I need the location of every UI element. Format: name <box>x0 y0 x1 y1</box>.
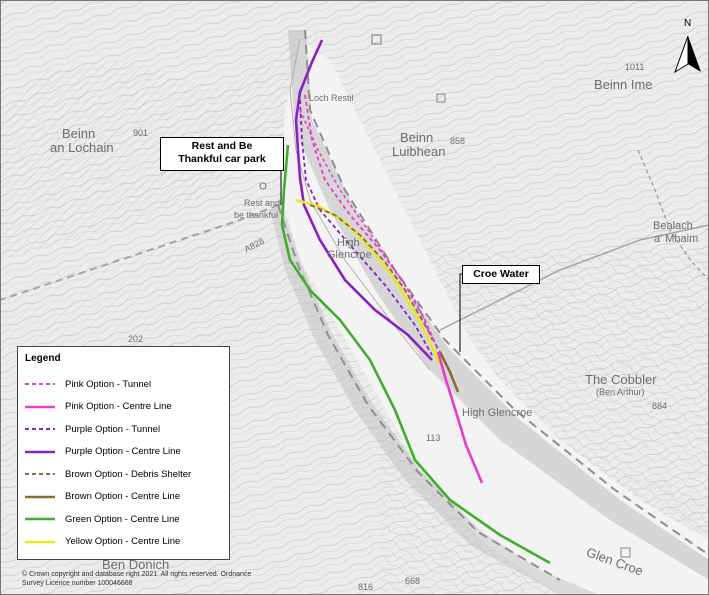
label-beinn-ime: Beinn Ime <box>594 77 653 92</box>
label-the-cobbler: The Cobbler <box>585 372 657 387</box>
legend-item: Pink Option - Centre Line <box>25 400 172 414</box>
forest-area-north-west <box>0 40 300 260</box>
callout-croe-water-text: Croe Water <box>473 268 529 280</box>
legend-item: Purple Option - Tunnel <box>25 422 160 436</box>
legend-swatch <box>25 450 55 453</box>
glen-croe-valley <box>280 40 709 595</box>
label-spot-113: 113 <box>426 433 441 443</box>
label-beinn-luibhean-2: Luibhean <box>392 144 446 159</box>
label-rest-and: Rest and <box>244 198 281 208</box>
legend-item-label: Green Option - Centre Line <box>65 513 180 525</box>
legend-item: Pink Option - Tunnel <box>25 377 151 391</box>
track-east-line <box>439 224 709 331</box>
forest-area-west <box>0 240 300 345</box>
label-spot-884: 884 <box>652 401 668 411</box>
legend-swatch <box>25 383 55 385</box>
building-symbol <box>371 34 382 45</box>
label-spot-668: 668 <box>405 576 421 586</box>
label-high-glencroe-1: High <box>337 237 360 249</box>
callout-croe-water: Croe Water <box>462 265 540 284</box>
pink-option-tunnel <box>304 94 439 351</box>
label-bealach-2: a' Mhaim <box>654 233 699 245</box>
pink-option-centre-line <box>436 351 484 484</box>
label-spot-858: 858 <box>450 136 466 146</box>
croe-water-leader-line <box>459 273 462 352</box>
legend-item: Brown Option - Centre Line <box>25 490 180 504</box>
brown-option-centre-line <box>438 351 460 393</box>
legend-item-label: Purple Option - Tunnel <box>65 423 161 435</box>
label-spot-901: 901 <box>133 128 149 138</box>
purple-option-tunnel <box>299 99 433 356</box>
green-option-centre-line <box>280 144 551 565</box>
label-beinn-luibhean-1: Beinn <box>400 130 434 145</box>
north-arrow: N <box>674 18 702 76</box>
label-be-thankful: be thankful <box>234 210 279 220</box>
triangulation-symbol <box>436 93 446 103</box>
label-beinn-an-lochain-1: Beinn <box>62 126 96 141</box>
north-arrow-icon <box>674 36 701 74</box>
building-symbol-south <box>620 547 631 558</box>
legend-swatch <box>25 428 55 430</box>
a83-road-line <box>304 29 709 556</box>
label-high-glencroe-2: Glencroe <box>327 249 372 261</box>
a828-road-line <box>0 204 279 301</box>
legend-item-label: Pink Option - Tunnel <box>65 378 152 390</box>
label-spot-1011: 1011 <box>625 62 645 72</box>
legend-swatch <box>25 540 55 543</box>
legend-swatch <box>25 517 55 521</box>
purple-option-centre-line <box>294 39 433 361</box>
callout-rest-and-be-thankful-car-park: Rest and Be Thankful car park <box>160 137 284 171</box>
copyright-line2: Survey Licence number 100046668 <box>22 579 133 587</box>
label-spot-202: 202 <box>128 334 144 344</box>
legend-swatch <box>25 495 55 498</box>
legend-swatch <box>25 473 55 475</box>
label-ben-donich: Ben Donich <box>102 557 170 572</box>
pink-option-tunnel-alt <box>299 109 433 341</box>
legend-item-label: Brown Option - Centre Line <box>65 491 181 502</box>
legend-item-label: Yellow Option - Centre Line <box>65 536 181 547</box>
north-label: N <box>684 18 692 29</box>
legend-swatch <box>25 405 55 408</box>
old-military-road-line <box>277 204 561 581</box>
label-ben-arthur: (Ben Arthur) <box>596 387 645 397</box>
label-bealach-1: Bealach <box>653 220 693 232</box>
viewpoint-symbol <box>259 182 267 190</box>
label-beinn-an-lochain-2: an Lochain <box>50 140 114 155</box>
callout-car-park-line2: Thankful car park <box>178 152 266 165</box>
legend-item: Purple Option - Centre Line <box>25 445 181 459</box>
label-spot-816: 816 <box>358 582 374 592</box>
copyright-line1: © Crown copyright and database right 202… <box>22 571 252 578</box>
brown-option-debris-shelter <box>309 204 441 353</box>
yellow-option-centre-line <box>295 198 442 366</box>
legend-item: Green Option - Centre Line <box>25 512 180 526</box>
legend-item: Brown Option - Debris Shelter <box>25 467 191 481</box>
legend-item: Yellow Option - Centre Line <box>25 535 180 549</box>
legend-item-label: Purple Option - Centre Line <box>65 446 181 457</box>
label-high-glencroe-lower: High Glencroe <box>462 407 533 419</box>
legend-title: Legend <box>25 353 61 364</box>
path-bealach-line <box>637 149 709 281</box>
legend-item-label: Brown Option - Debris Shelter <box>65 468 192 480</box>
callout-car-park-line1: Rest and Be <box>191 140 253 152</box>
legend-item-label: Pink Option - Centre Line <box>65 401 172 412</box>
label-loch-restil: Loch Restil <box>309 93 354 103</box>
copyright-notice: © Crown copyright and database right 202… <box>22 571 251 589</box>
